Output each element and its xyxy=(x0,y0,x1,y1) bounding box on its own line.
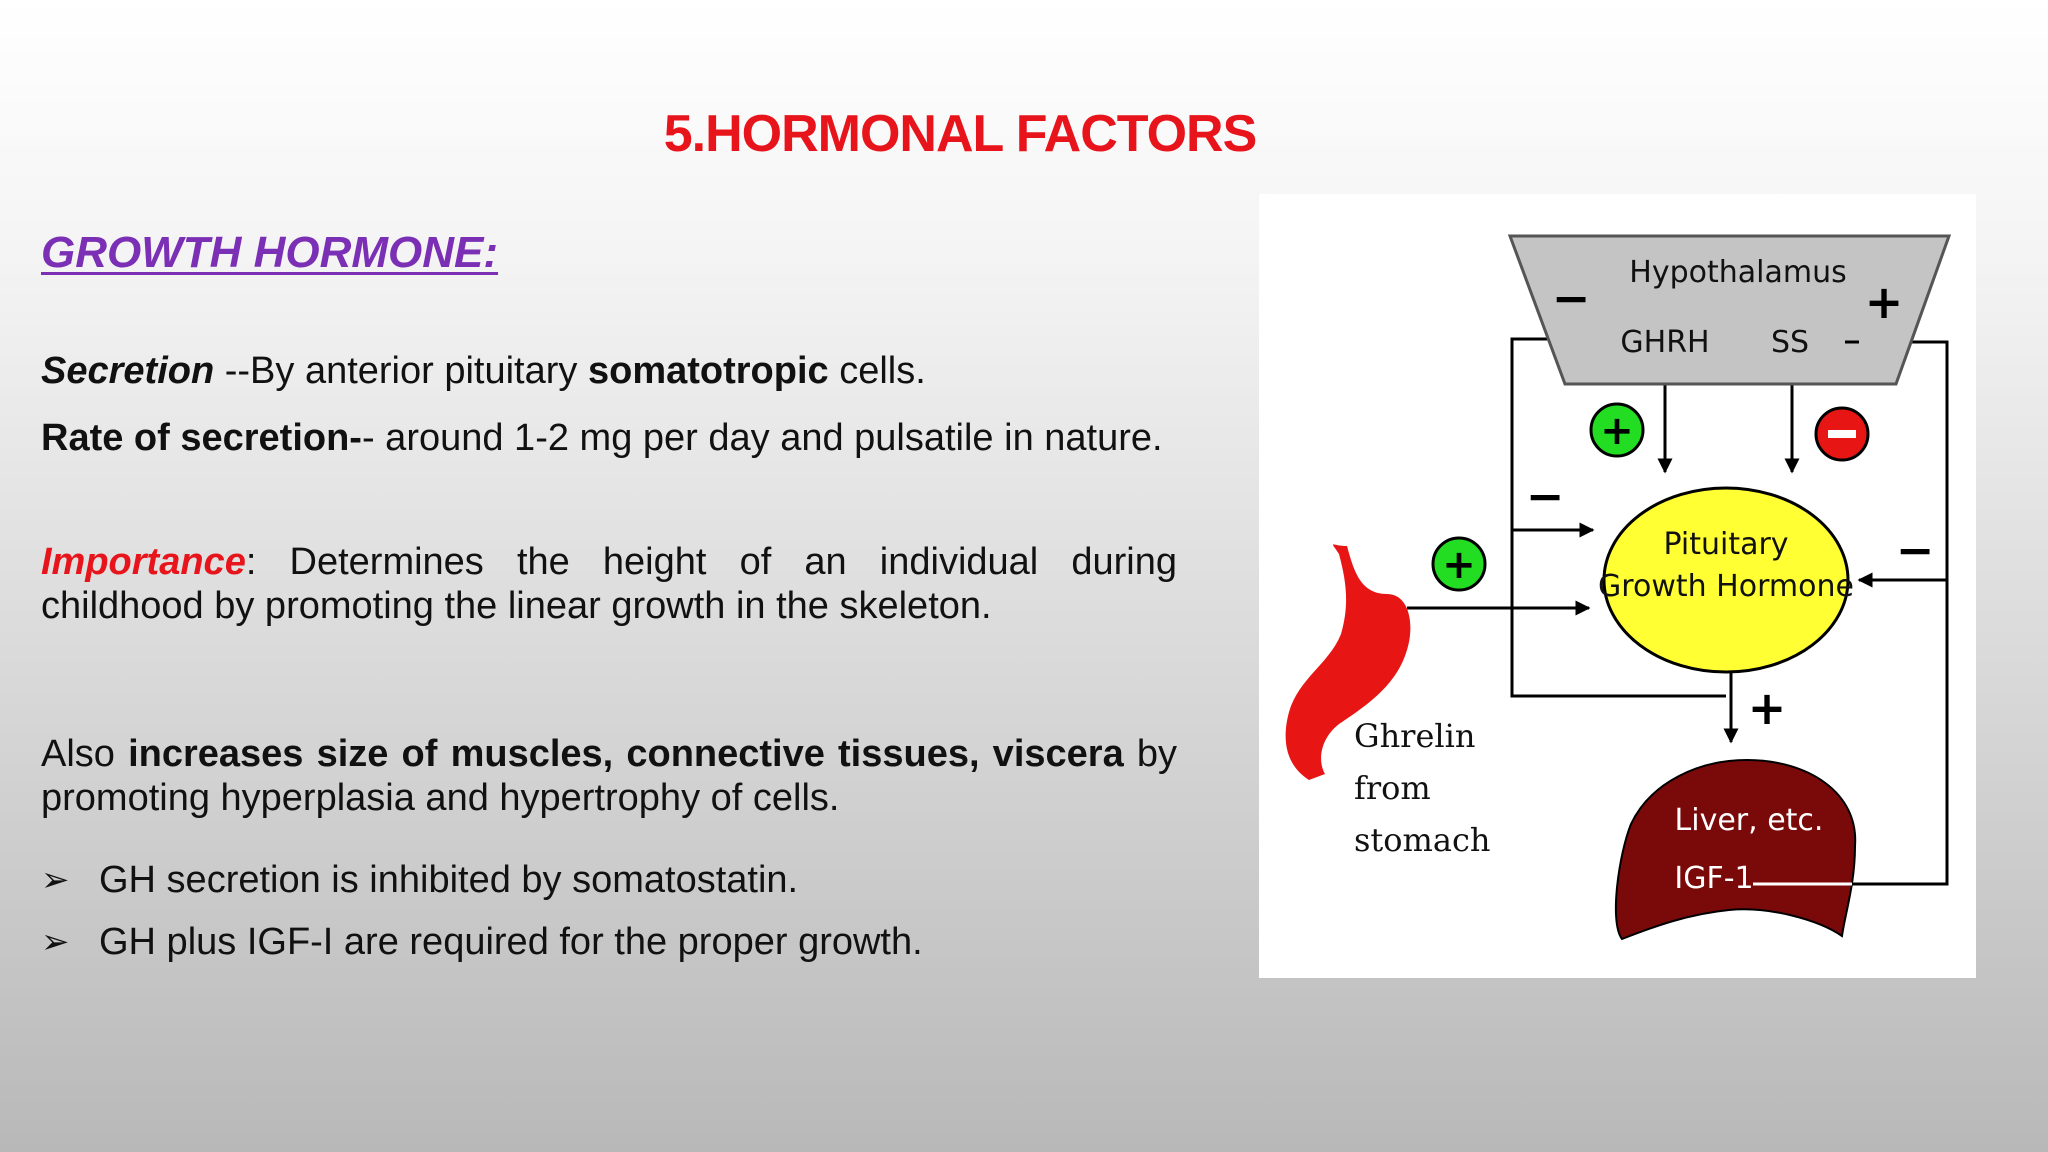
ss-label: SS xyxy=(1771,325,1809,360)
arrowhead-bullet-icon: ➢ xyxy=(41,923,70,962)
plus-icon: + xyxy=(1600,408,1634,454)
feedback-minus-sign: − xyxy=(1526,469,1565,523)
pituitary-label-line1: Pituitary xyxy=(1663,527,1788,562)
igf-label: IGF-1 xyxy=(1674,861,1753,896)
also-text-2: by promoting hyperplasia and hypertrophy… xyxy=(41,733,1177,819)
ghrh-minus-sign: − xyxy=(1552,271,1591,325)
also-paragraph: Also increases size of muscles, connecti… xyxy=(41,733,1177,820)
gh-regulation-diagram: Hypothalamus GHRH SS − + + + − − Pituita… xyxy=(1259,194,1976,978)
ghrelin-label-line2: from xyxy=(1354,769,1431,807)
liver-shape xyxy=(1614,758,1857,941)
igf-minus-sign: − xyxy=(1896,523,1935,577)
list-item: ➢ GH plus IGF-I are required for the pro… xyxy=(41,912,1177,974)
ss-plus-sign: + xyxy=(1865,275,1904,329)
stimulate-badge-ghrelin xyxy=(1431,536,1487,592)
secretion-paragraph: Secretion --By anterior pituitary somato… xyxy=(41,350,1177,394)
list-item: ➢ GH secretion is inhibited by somatosta… xyxy=(41,850,1177,912)
rate-label: Rate of secretion- xyxy=(41,417,362,459)
also-emphasis: increases size of muscles, connective ti… xyxy=(128,733,1124,775)
hypothalamus-label: Hypothalamus xyxy=(1629,255,1846,290)
ghrelin-label-line1: Ghrelin xyxy=(1354,717,1475,755)
importance-paragraph: Importance: Determines the height of an … xyxy=(41,541,1177,628)
pituitary-label-line2: Growth Hormone xyxy=(1598,569,1854,604)
rate-paragraph: Rate of secretion-- around 1-2 mg per da… xyxy=(41,412,1177,466)
stimulate-badge-ghrh xyxy=(1589,402,1645,458)
hypothalamus-shape xyxy=(1507,234,1952,386)
pituitary-shape xyxy=(1602,486,1850,674)
also-text-1: Also xyxy=(41,733,129,775)
liver-label: Liver, etc. xyxy=(1675,803,1824,838)
stomach-icon xyxy=(1285,544,1411,780)
secretion-text-1: --By anterior pituitary xyxy=(214,350,588,392)
ghrelin-label-line3: stomach xyxy=(1354,821,1491,859)
section-heading: GROWTH HORMONE: xyxy=(41,228,499,277)
plus-icon: + xyxy=(1442,542,1476,588)
secretion-text-2: cells. xyxy=(828,350,926,392)
importance-label: Importance xyxy=(41,541,246,583)
diagram-svg: Hypothalamus GHRH SS − + + + − − Pituita… xyxy=(1285,234,1952,941)
slide-title: 5.HORMONAL FACTORS xyxy=(663,105,1258,163)
bullet-text: GH plus IGF-I are required for the prope… xyxy=(99,921,923,964)
secretion-emphasis: somatotropic xyxy=(587,350,829,392)
secretion-label: Secretion xyxy=(41,350,215,392)
bullet-text: GH secretion is inhibited by somatostati… xyxy=(99,859,799,902)
liver-plus-sign: + xyxy=(1748,681,1787,735)
minus-icon xyxy=(1828,430,1856,438)
bullet-list: ➢ GH secretion is inhibited by somatosta… xyxy=(41,850,1177,974)
importance-text: : Determines the height of an individual… xyxy=(41,541,1177,627)
arrowhead-bullet-icon: ➢ xyxy=(41,861,70,900)
ghrh-label: GHRH xyxy=(1620,325,1709,360)
rate-text: - around 1-2 mg per day and pulsatile in… xyxy=(361,417,1163,459)
